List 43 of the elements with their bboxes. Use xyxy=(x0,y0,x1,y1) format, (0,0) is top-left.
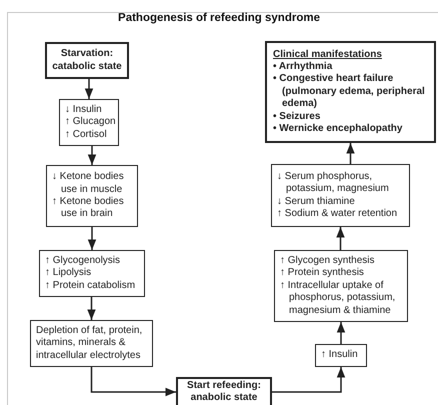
box-text: ↑ Glycogenolysis xyxy=(45,254,122,268)
process-box xyxy=(46,165,138,227)
process-box xyxy=(39,250,145,297)
box-text: ↑ Glycogen synthesis xyxy=(280,254,374,268)
box-text: ↓ Serum thiamine xyxy=(277,196,355,208)
box-text: Start refeeding: anabolic state xyxy=(186,380,262,404)
box-heading: Clinical manifestations xyxy=(273,48,382,61)
arrow xyxy=(346,143,355,164)
box-text: ↑ Sodium & water retention xyxy=(277,208,398,220)
box-text: ↑ Cortisol xyxy=(65,128,108,142)
box-text: ↑ Insulin xyxy=(321,349,359,362)
box-text: • Wernicke encephalopathy xyxy=(273,123,402,136)
box-text: ↑ Protein catabolism xyxy=(45,280,136,292)
arrow xyxy=(84,79,94,99)
arrow xyxy=(336,227,345,250)
box-text: ↓ Insulin xyxy=(65,104,103,116)
arrow xyxy=(88,146,96,165)
process-box xyxy=(30,320,153,367)
arrow xyxy=(87,297,96,320)
arrow xyxy=(90,367,176,396)
arrow xyxy=(272,367,346,393)
box-text: ↓ Ketone bodies use in muscle xyxy=(52,171,125,196)
box-text: • Congestive heart failure (pulmonary edema, peripheral edema) xyxy=(273,73,426,111)
state-box xyxy=(176,377,272,405)
box-text: Starvation: catabolic state xyxy=(52,48,122,73)
process-box xyxy=(274,250,408,322)
box-text: Depletion of fat, protein, vitamins, minerals & intracellular electrolytes xyxy=(36,324,144,362)
diagram-title: Pathogenesis of refeeding syndrome xyxy=(117,12,321,24)
box-text: ↑ Protein synthesis xyxy=(280,267,364,280)
process-box xyxy=(59,99,119,146)
box-text: ↑ Ketone bodies use in brain xyxy=(52,196,125,221)
box-text: • Arrhythmia xyxy=(273,60,334,74)
box-text: ↑ Intracellular uptake of phosphorus, potassium, magnesium & thiamine xyxy=(280,280,396,318)
box-text: ↑ Glucagon xyxy=(65,116,117,129)
arrow xyxy=(88,227,96,250)
process-box xyxy=(271,164,410,227)
state-box xyxy=(45,42,129,79)
process-box xyxy=(315,344,367,367)
arrow xyxy=(336,322,346,344)
outcome-box xyxy=(265,41,436,143)
box-text: ↓ Serum phosphorus, potassium, magnesium xyxy=(277,170,390,196)
box-text: • Seizures xyxy=(273,110,322,124)
box-text: ↑ Lipolysis xyxy=(45,267,92,280)
